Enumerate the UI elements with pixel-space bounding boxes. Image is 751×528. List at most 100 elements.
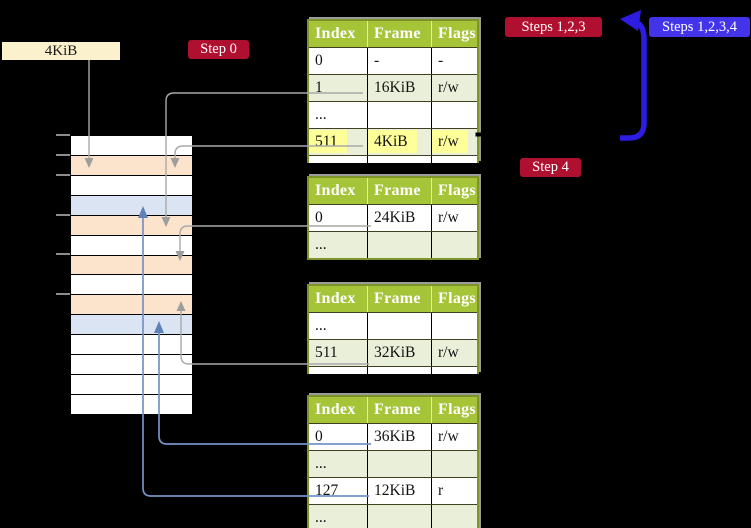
memory-tick — [56, 173, 70, 176]
table-header-row: Index Frame Flags — [309, 21, 477, 47]
cell-index: 127 — [315, 482, 339, 499]
cell-flags: r/w — [431, 75, 477, 101]
cell-flags: - — [431, 48, 477, 74]
header-flags: Flags — [431, 21, 477, 47]
table-row: 511 32KiB r/w — [309, 339, 477, 366]
cell-flags — [431, 102, 477, 128]
cell-flags — [431, 313, 477, 339]
cell-flags — [431, 232, 477, 258]
header-index: Index — [309, 397, 367, 423]
cell-frame: 32KiB — [367, 340, 431, 366]
cell-frame: 36KiB — [367, 424, 431, 450]
cell-flags — [431, 451, 477, 477]
cell-index: ... — [309, 232, 367, 258]
table-row: ... — [309, 231, 477, 258]
highlight-text: 511 — [309, 130, 347, 153]
page-table-4: Index Frame Flags 0 36KiB r/w ... 127 12… — [307, 395, 479, 528]
cell-flags: r/w — [431, 424, 477, 450]
memory-column — [70, 135, 193, 415]
memory-row — [71, 314, 192, 335]
memory-row — [71, 254, 192, 275]
memory-tick — [56, 134, 70, 136]
highlight-text: r/w — [432, 130, 468, 153]
table-row: 1 16KiB r/w — [309, 74, 477, 101]
memory-tick — [56, 154, 70, 156]
cell-index: 0 — [315, 428, 323, 445]
memory-row — [71, 174, 192, 195]
cell-index: ... — [315, 317, 327, 334]
header-frame: Frame — [367, 397, 431, 423]
header-index: Index — [309, 21, 367, 47]
header-frame: Frame — [367, 286, 431, 312]
cell-flags: r/w — [431, 340, 477, 366]
header-index: Index — [309, 178, 367, 204]
table-row: ... — [309, 312, 477, 339]
cell-frame: 12KiB — [367, 478, 431, 504]
memory-row — [71, 393, 192, 414]
table-header-row: Index Frame Flags — [309, 397, 477, 423]
highlight-text: 4KiB — [368, 130, 417, 153]
page-table-1: Index Frame Flags 0 - - 1 16KiB r/w ... … — [307, 19, 479, 163]
cell-index: 1 — [309, 75, 367, 101]
memory-row — [71, 354, 192, 375]
cell-flags: r — [431, 478, 477, 504]
cell-index: 0 — [315, 52, 323, 69]
step0-badge: Step 0 — [188, 40, 249, 59]
memory-tick — [56, 213, 70, 216]
table-row: ... — [309, 450, 477, 477]
cell-frame — [367, 313, 431, 339]
table-header-row: Index Frame Flags — [309, 286, 477, 312]
memory-row — [71, 154, 192, 175]
cell-frame — [367, 232, 431, 258]
cell-flags: r/w — [431, 129, 477, 155]
cell-index: 0 — [315, 209, 323, 226]
table-row: ... — [309, 101, 477, 128]
memory-row — [71, 374, 192, 394]
step4-badge: Step 4 — [520, 158, 581, 177]
cell-index: ... — [309, 451, 367, 477]
cell-flags — [431, 505, 477, 528]
header-flags: Flags — [431, 178, 477, 204]
cell-frame: 4KiB — [367, 129, 431, 155]
cell-index: ... — [309, 505, 367, 528]
table-row-highlighted: 511 4KiB r/w — [309, 128, 477, 155]
cell-frame: 16KiB — [367, 75, 431, 101]
header-frame: Frame — [367, 21, 431, 47]
cell-index: 511 — [309, 340, 367, 366]
table-row: 0 36KiB r/w — [309, 423, 477, 450]
steps-123-badge: Steps 1,2,3 — [505, 17, 602, 37]
header-flags: Flags — [431, 397, 477, 423]
cell-frame: 24KiB — [367, 205, 431, 231]
page-table-3: Index Frame Flags ... 511 32KiB r/w — [307, 284, 479, 374]
header-index: Index — [309, 286, 367, 312]
memory-row — [71, 194, 192, 215]
memory-row — [71, 136, 192, 155]
memory-tick — [56, 253, 70, 255]
table-header-row: Index Frame Flags — [309, 178, 477, 204]
steps-1234-badge: Steps 1,2,3,4 — [649, 17, 750, 37]
memory-tick — [56, 292, 70, 295]
memory-row — [71, 334, 192, 355]
arrowhead-left-icon — [620, 10, 641, 31]
cell-frame: - — [367, 48, 431, 74]
table-row: 0 24KiB r/w — [309, 204, 477, 231]
page-table-2: Index Frame Flags 0 24KiB r/w ... — [307, 176, 479, 260]
page-size-label: 4KiB — [2, 42, 120, 60]
cell-frame — [367, 451, 431, 477]
table-row: 127 12KiB r — [309, 477, 477, 504]
memory-row — [71, 294, 192, 315]
cell-frame — [367, 505, 431, 528]
cell-index: ... — [315, 106, 327, 123]
cell-index: 511 — [309, 129, 367, 155]
big-steps-arrow — [620, 18, 647, 141]
cell-frame — [367, 102, 431, 128]
memory-row — [71, 214, 192, 235]
header-flags: Flags — [431, 286, 477, 312]
cell-flags: r/w — [431, 205, 477, 231]
table-row: 0 - - — [309, 47, 477, 74]
memory-row — [71, 234, 192, 255]
memory-row — [71, 274, 192, 295]
table-row-cut — [309, 366, 477, 374]
table-row-cut — [309, 155, 477, 163]
